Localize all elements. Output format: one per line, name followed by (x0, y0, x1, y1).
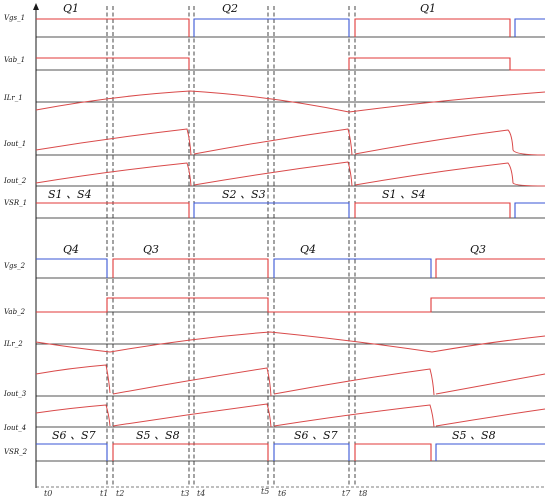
waveform-vsr1 (36, 202, 545, 218)
time-label-t5: t5 (261, 487, 269, 496)
row-label-ilr1: ILr_1 (3, 94, 23, 102)
row-label-iout1: Iout_1 (3, 140, 26, 148)
row-label-vab1: Vab_1 (4, 56, 25, 64)
label-q2: Q2 (222, 2, 238, 15)
row-label-ilr2: ILr_2 (3, 340, 23, 348)
waveform-iout4 (35, 403, 546, 428)
time-label-t2: t2 (116, 489, 124, 498)
waveform-vab1 (36, 57, 545, 71)
row-label-vab2: Vab_2 (4, 308, 26, 316)
row-baselines (36, 36, 545, 462)
vertical-axis-arrow (33, 3, 39, 10)
label-q3-a: Q3 (143, 243, 159, 256)
waveform-vsr2 (36, 443, 545, 461)
row-label-iout2: Iout_2 (3, 177, 27, 185)
waveform-ilr1 (35, 90, 546, 113)
row-label-iout3: Iout_3 (3, 390, 27, 398)
time-label-t0: t0 (44, 489, 52, 498)
time-label-t1: t1 (100, 489, 108, 498)
label-s67-a: S6 、S7 (52, 429, 96, 442)
label-q1-b: Q1 (420, 2, 436, 15)
waveform-vgs2 (36, 258, 545, 278)
row-label-vsr1: VSR_1 (4, 199, 27, 207)
waveform-vab2 (36, 297, 545, 313)
label-q1-a: Q1 (63, 2, 79, 15)
label-s67-b: S6 、S7 (294, 429, 338, 442)
label-s14-a: S1 、S4 (48, 188, 92, 201)
waveform-iout3 (35, 364, 546, 397)
label-s58-b: S5 、S8 (452, 429, 496, 442)
label-s14-b: S1 、S4 (382, 188, 426, 201)
row-label-vgs2: Vgs_2 (4, 262, 26, 270)
time-label-t7: t7 (342, 489, 351, 498)
waveform-vgs1 (36, 18, 545, 37)
row-label-iout4: Iout_4 (3, 424, 26, 432)
time-label-t8: t8 (359, 489, 367, 498)
waveform-iout1 (35, 128, 546, 156)
waveform-iout2 (35, 161, 546, 187)
label-q3-b: Q3 (470, 243, 486, 256)
time-label-t6: t6 (278, 489, 286, 498)
row-label-vsr2: VSR_2 (4, 448, 28, 456)
time-label-t4: t4 (197, 489, 205, 498)
label-q4-b: Q4 (300, 243, 316, 256)
label-s23: S2 、S3 (222, 188, 266, 201)
label-q4-a: Q4 (63, 243, 79, 256)
waveform-ilr2 (35, 331, 546, 353)
time-label-t3: t3 (181, 489, 189, 498)
row-label-vgs1: Vgs_1 (4, 14, 25, 22)
label-s58-a: S5 、S8 (136, 429, 180, 442)
